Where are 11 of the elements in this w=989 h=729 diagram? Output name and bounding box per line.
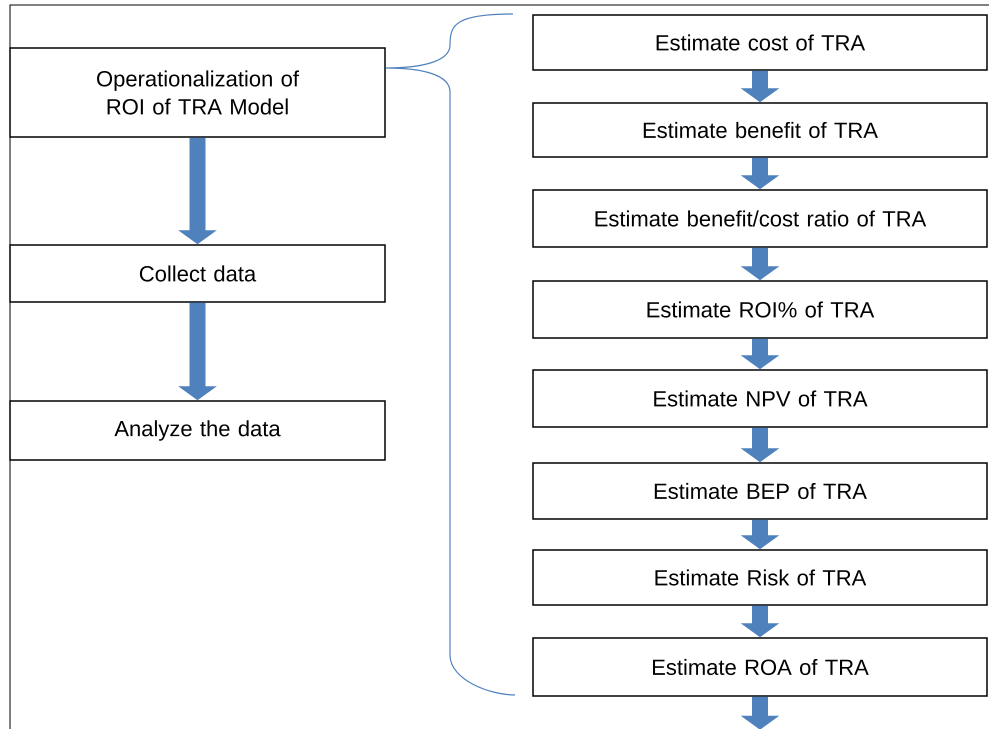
process-box: Collect data — [9, 244, 386, 303]
process-box: Estimate cost of TRA — [532, 14, 988, 71]
process-box: Estimate BEP of TRA — [532, 462, 988, 520]
process-box: Estimate benefit of TRA — [532, 102, 988, 158]
process-box: Estimate benefit/cost ratio of TRA — [532, 189, 988, 248]
process-box: Estimate NPV of TRA — [532, 369, 988, 428]
process-box: Analyze the data — [9, 400, 386, 461]
process-box: Estimate Risk of TRA — [532, 549, 988, 606]
process-box: Operationalization of ROI of TRA Model — [9, 47, 386, 138]
process-box: Estimate ROA of TRA — [532, 637, 988, 697]
process-box: Estimate ROI% of TRA — [532, 280, 988, 339]
